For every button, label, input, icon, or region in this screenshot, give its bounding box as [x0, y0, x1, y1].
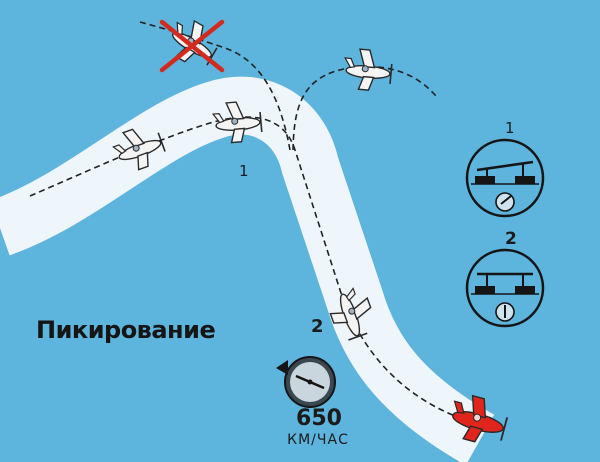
- white-plane-icon: [341, 47, 394, 93]
- diagram-title: Пикирование: [36, 316, 216, 344]
- speedometer-icon: [284, 356, 336, 408]
- attitude-indicator-icon: [465, 248, 545, 328]
- speed-value: 650: [296, 406, 342, 431]
- dive-trail: [0, 76, 495, 462]
- crossed-plane-icon: [159, 13, 225, 73]
- destroyed-plane-path: [139, 21, 291, 151]
- speed-unit: КМ/ЧАС: [287, 432, 349, 448]
- phase-label-1: 1: [239, 162, 249, 180]
- gauge-label-1: 1: [505, 119, 515, 137]
- red-plane-icon: [452, 394, 509, 443]
- gauge-label-2: 2: [505, 229, 517, 249]
- speed-pointer-icon: [276, 360, 288, 375]
- flight-path: [29, 116, 461, 419]
- attitude-indicator-icon: [465, 138, 545, 218]
- phase-label-2: 2: [311, 316, 324, 337]
